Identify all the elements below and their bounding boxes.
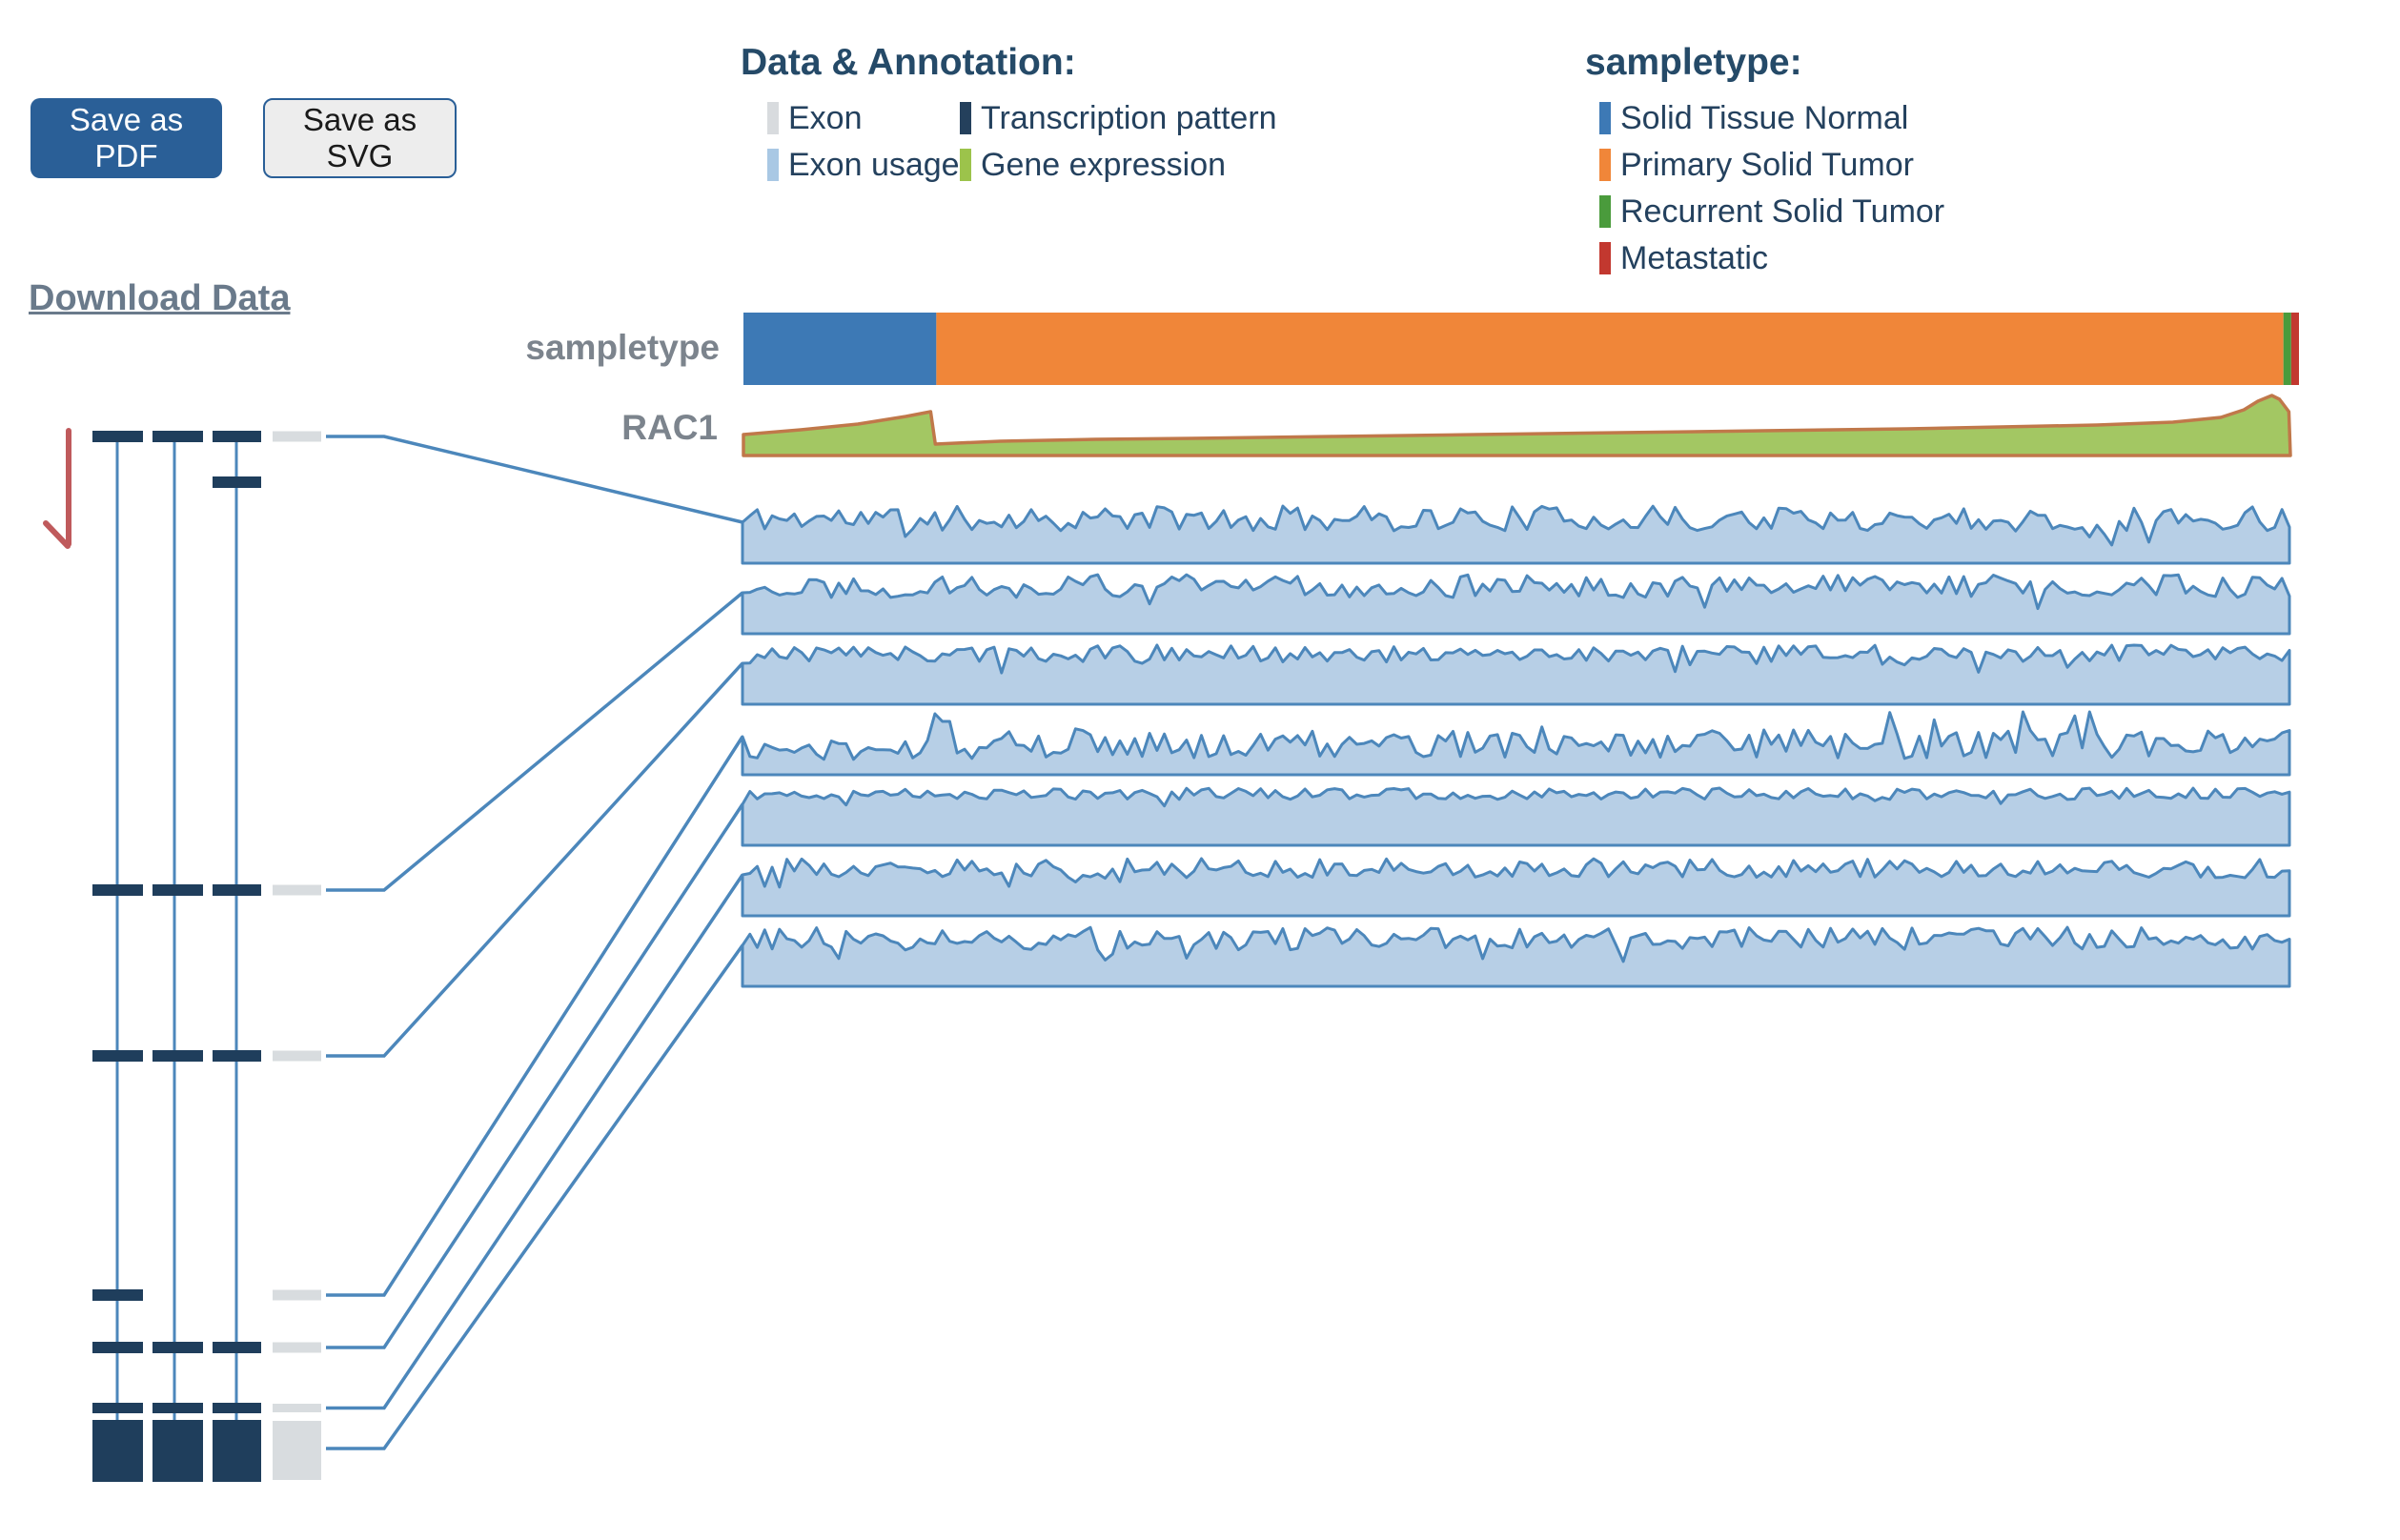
sampletype-legend-label: Metastatic [1620, 239, 1768, 276]
sampletype-legend-swatch [1599, 102, 1611, 134]
data-annotation-legend-title: Data & Annotation: [741, 42, 1076, 83]
exon-usage-1-area [741, 504, 2291, 565]
data-annotation-item: Transcription pattern [960, 99, 1277, 137]
exon-box [153, 884, 203, 896]
exon-gray-box [273, 1289, 321, 1301]
exon-usage-5-area [741, 786, 2291, 847]
exon-box [213, 476, 261, 488]
sampletype-legend-title: sampletype: [1585, 42, 1802, 83]
sampletype-bar-segment [743, 313, 937, 385]
sampletype-legend-item: Metastatic [1599, 239, 1944, 277]
exon-box [92, 1403, 143, 1413]
exon-box [153, 431, 203, 442]
sampletype-legend-item: Primary Solid Tumor [1599, 146, 1944, 184]
data-annotation-swatch [767, 149, 779, 181]
exon-box [153, 1342, 203, 1353]
exon-track-connector-line [326, 435, 743, 524]
exon-box [213, 884, 261, 896]
data-annotation-label: Transcription pattern [981, 99, 1277, 136]
gene-expression-area [742, 394, 2292, 457]
data-annotation-label: Exon [788, 99, 863, 136]
exon-track-connector-line [326, 591, 744, 892]
exon-box [213, 1342, 261, 1353]
exon-gray-box [273, 1421, 321, 1480]
sampletype-legend-label: Solid Tissue Normal [1620, 99, 1909, 136]
exon-box [153, 1420, 203, 1482]
exon-usage-2-area [741, 573, 2291, 636]
exon-track-connector-line [326, 943, 744, 1450]
data-annotation-item: Gene expression [960, 146, 1277, 184]
exon-usage-4-area [741, 710, 2291, 777]
sampletype-row-label: sampletype [525, 328, 720, 367]
exon-box [92, 1050, 143, 1062]
exon-track-connector-line [326, 874, 744, 1410]
exon-track-connector-line [326, 661, 744, 1058]
save-as-pdf-button[interactable]: Save as PDF [31, 98, 222, 178]
sampletype-legend-label: Recurrent Solid Tumor [1620, 192, 1945, 230]
sampletype-legend-item: Solid Tissue Normal [1599, 99, 1944, 137]
sampletype-bar-segment [936, 313, 2284, 385]
sampletype-legend-swatch [1599, 195, 1611, 228]
exon-box [92, 884, 143, 896]
data-annotation-swatch [960, 102, 971, 134]
data-annotation-item: Exon usage [767, 146, 960, 184]
exon-box [153, 1050, 203, 1062]
exon-track-connector-line [326, 803, 744, 1349]
sampletype-bar-segment [2283, 313, 2291, 385]
exon-track-connector-line [326, 736, 744, 1297]
sampletype-legend-item: Recurrent Solid Tumor [1599, 192, 1944, 231]
exon-box [213, 1403, 261, 1413]
data-annotation-label: Gene expression [981, 146, 1227, 183]
sampletype-legend-label: Primary Solid Tumor [1620, 146, 1914, 183]
exon-gray-box [273, 1404, 321, 1412]
exon-box [153, 1403, 203, 1413]
exon-gray-box [273, 1050, 321, 1062]
exon-gray-box [273, 1342, 321, 1353]
exon-box [213, 1420, 261, 1482]
exon-box [213, 1050, 261, 1062]
exon-gray-box [273, 884, 321, 896]
data-annotation-swatch [960, 149, 971, 181]
gene-row-label: RAC1 [621, 408, 718, 447]
exon-usage-7-area [741, 925, 2291, 988]
sampletype-legend-swatch [1599, 149, 1611, 181]
exon-box [92, 1420, 143, 1482]
download-data-link[interactable]: Download Data [29, 278, 291, 318]
exon-box [92, 1289, 143, 1301]
exon-box [92, 1342, 143, 1353]
save-as-svg-button[interactable]: Save as SVG [263, 98, 457, 178]
sampletype-legend-swatch [1599, 242, 1611, 274]
exon-gray-box [273, 431, 321, 442]
exon-box [213, 431, 261, 442]
data-annotation-swatch [767, 102, 779, 134]
exon-usage-3-area [741, 643, 2291, 706]
exon-usage-6-area [741, 857, 2291, 918]
exon-box [92, 431, 143, 442]
strand-direction-arrow-icon [43, 428, 71, 549]
sampletype-bar-segment [2290, 313, 2299, 385]
data-annotation-item: Exon [767, 99, 960, 137]
data-annotation-label: Exon usage [788, 146, 960, 183]
